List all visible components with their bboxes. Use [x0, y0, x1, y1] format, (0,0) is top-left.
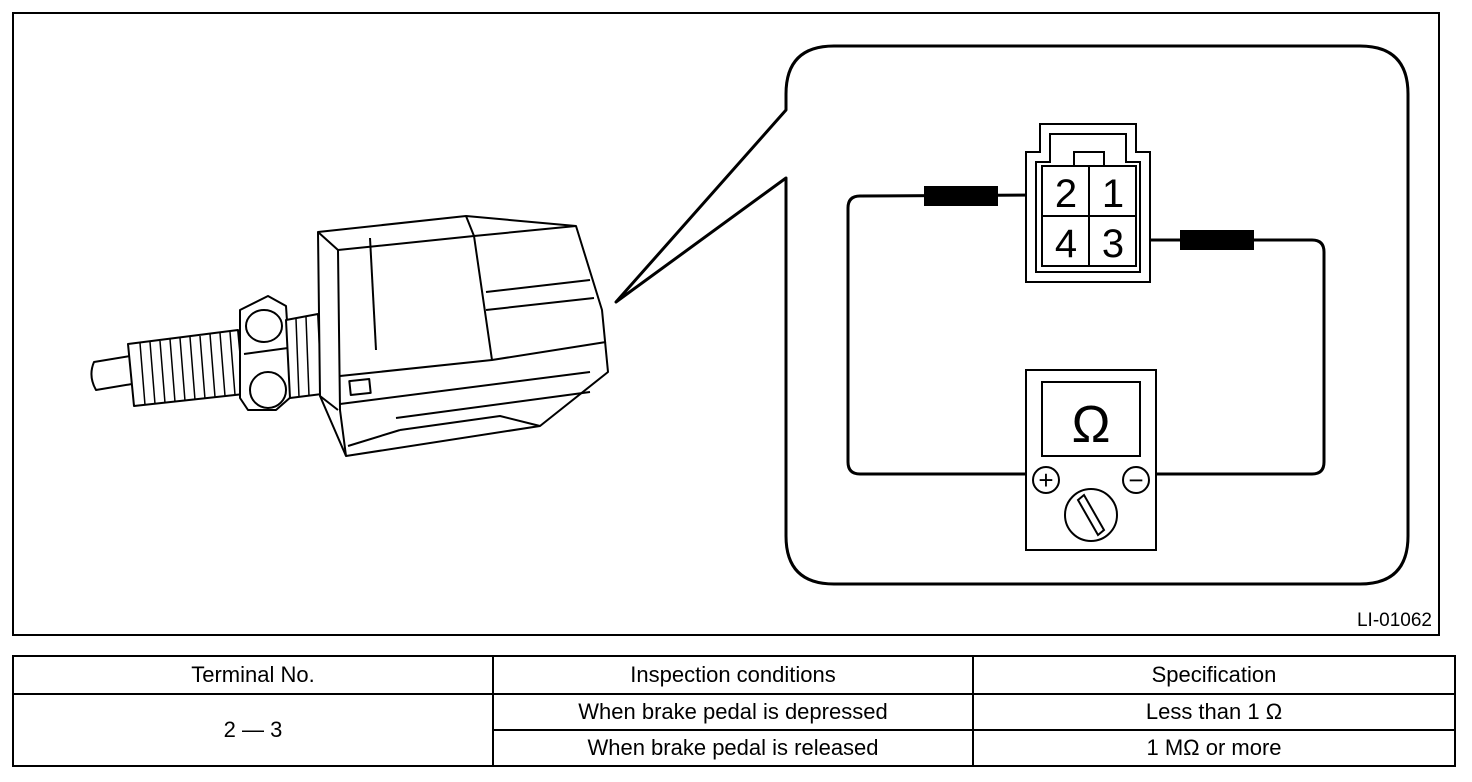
- brake-light-switch: [90, 215, 609, 457]
- inspection-table: Terminal No. Inspection conditions Speci…: [12, 655, 1456, 767]
- header-terminal-no: Terminal No.: [12, 655, 494, 695]
- negative-terminal-icon: [1122, 466, 1150, 494]
- condition-cell: When brake pedal is released: [492, 729, 974, 767]
- positive-terminal-label: +: [1038, 465, 1053, 495]
- inspection-diagram: 2 1 4 3 Ω + − LI-01062: [12, 12, 1440, 636]
- positive-terminal-icon: [1032, 466, 1060, 494]
- header-inspection-conditions: Inspection conditions: [492, 655, 974, 695]
- connector-terminal-4: 4: [1055, 222, 1077, 266]
- table-header-row: Terminal No. Inspection conditions Speci…: [12, 655, 1456, 695]
- probe-right: [1180, 230, 1254, 250]
- figure-frame: [12, 12, 1440, 636]
- terminal-cell: 2 — 3: [12, 693, 494, 767]
- connector-terminal-1: 1: [1102, 172, 1124, 216]
- probe-left: [924, 186, 998, 206]
- table-row: When brake pedal is released 1 MΩ or mor…: [13, 729, 1456, 767]
- connector-terminal-2: 2: [1055, 172, 1077, 216]
- switch-connector: [1025, 123, 1151, 283]
- selector-knob-icon: [1064, 488, 1118, 542]
- switch-body: [317, 215, 609, 457]
- switch-plunger: [90, 355, 133, 391]
- figure-id: LI-01062: [1357, 610, 1432, 631]
- table-row: 2 — 3 When brake pedal is depressed Less…: [12, 693, 1456, 767]
- spec-cell: 1 MΩ or more: [972, 729, 1456, 767]
- callout-bubble: [614, 44, 1410, 586]
- circuit-wires: [846, 193, 1326, 476]
- negative-terminal-label: −: [1128, 465, 1143, 495]
- connector-terminal-3: 3: [1102, 222, 1124, 266]
- ohmmeter-display: [1041, 381, 1141, 457]
- spec-cell: Less than 1 Ω: [972, 693, 1456, 731]
- switch-thread: [127, 329, 245, 407]
- ohm-symbol: Ω: [1072, 396, 1111, 454]
- condition-cell: When brake pedal is depressed: [492, 693, 974, 731]
- header-specification: Specification: [972, 655, 1456, 695]
